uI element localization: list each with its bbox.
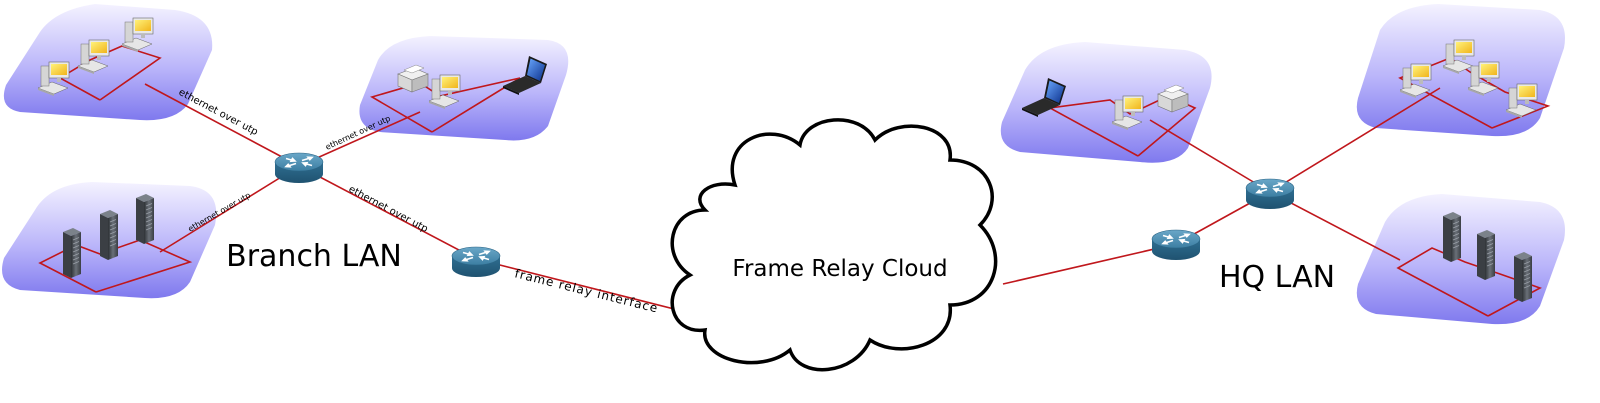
link-branch-bl-router	[159, 165, 300, 253]
link-label-eth-tl: ethernet over utp	[177, 87, 260, 138]
link-label-eth-tr: ethernet over utp	[324, 114, 392, 152]
server-tower-icon	[1442, 211, 1462, 263]
server-tower-icon	[1513, 251, 1533, 303]
server-tower-icon	[99, 209, 119, 261]
server-tower-icon	[62, 227, 82, 279]
router-icon	[1151, 229, 1201, 261]
link-hq-tr-router	[1269, 87, 1441, 193]
link-branch-router-edge	[298, 165, 477, 260]
server-tower-icon	[1476, 229, 1496, 281]
link-cloud-hq-edge	[1002, 243, 1177, 285]
cloud-icon	[670, 118, 998, 372]
link-branch-tl-router	[144, 83, 300, 167]
pad-hq-bottom-right	[1356, 194, 1565, 325]
link-label-eth-edge: ethernet over utp	[347, 184, 430, 235]
server-tower-icon	[135, 193, 155, 245]
link-edge-cloud	[475, 258, 691, 314]
pad-branch-top-right	[359, 36, 569, 141]
router-icon	[1245, 178, 1295, 210]
link-hq-tl-router	[1149, 119, 1271, 193]
router-icon	[274, 152, 324, 184]
cloud-label: Frame Relay Cloud	[732, 256, 947, 282]
branch-lan-label: Branch LAN	[226, 239, 402, 274]
link-hq-tr-internal	[1398, 57, 1551, 129]
link-label-frame-relay: frame relay interface	[513, 266, 660, 315]
link-hq-br-internal	[1396, 247, 1542, 317]
hq-lan-label: HQ LAN	[1219, 260, 1335, 295]
pad-hq-top-left	[1000, 42, 1212, 163]
router-icon	[451, 246, 501, 278]
